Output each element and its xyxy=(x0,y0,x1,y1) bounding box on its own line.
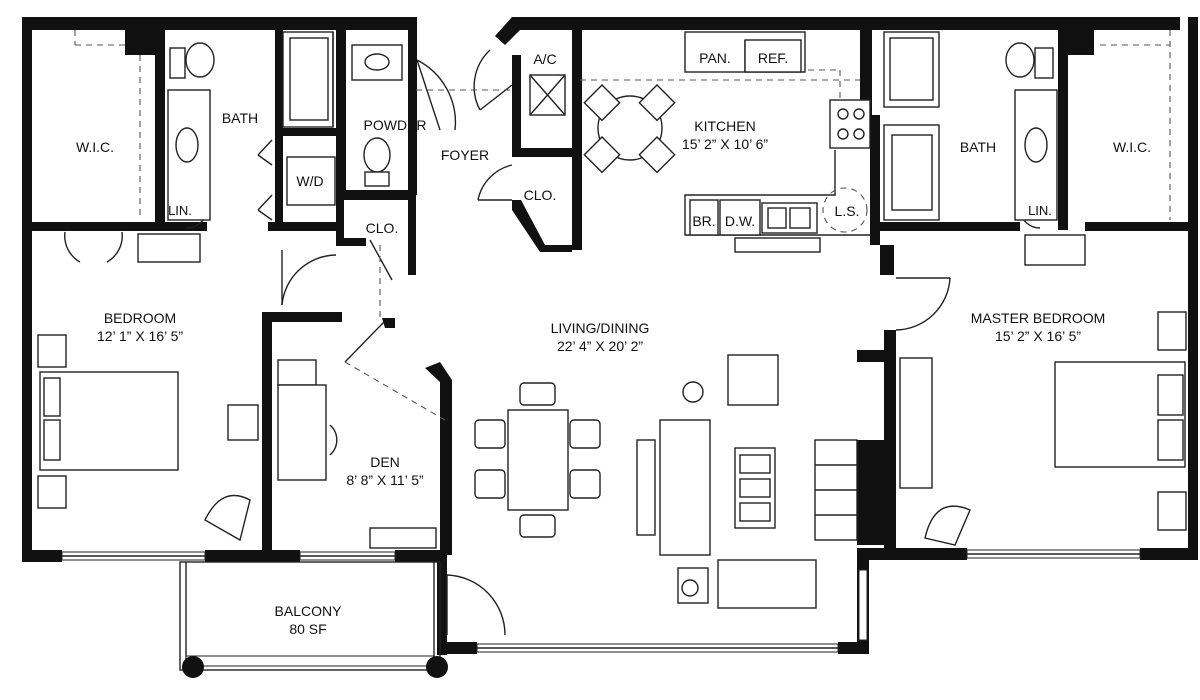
ls-label: L.S. xyxy=(835,203,860,219)
master-bedroom-label: MASTER BEDROOM xyxy=(971,310,1106,326)
lin-left-label: LIN. xyxy=(168,203,192,218)
wic-right-label: W.I.C. xyxy=(1113,139,1151,155)
living-label: LIVING/DINING xyxy=(551,320,650,336)
br-label: BR. xyxy=(692,213,715,229)
lin-right-label: LIN. xyxy=(1028,203,1052,218)
master-bedroom-dims: 15’ 2” X 16’ 5” xyxy=(995,328,1081,344)
bedroom-dims: 12’ 1” X 16’ 5” xyxy=(97,328,183,344)
walls xyxy=(22,17,1198,655)
bath-left-label: BATH xyxy=(222,110,258,126)
balcony-column-right xyxy=(426,656,448,678)
kitchen-dims: 15’ 2” X 10’ 6” xyxy=(682,136,768,152)
bath-right-label: BATH xyxy=(960,139,996,155)
windows xyxy=(61,549,1141,653)
pan-label: PAN. xyxy=(699,50,731,66)
den-dims: 8’ 8” X 11’ 5” xyxy=(346,472,424,488)
dashed-lines xyxy=(74,30,1171,320)
ref-label: REF. xyxy=(758,50,788,66)
living-dims: 22’ 4” X 20’ 2” xyxy=(557,338,643,354)
den-label: DEN xyxy=(370,454,400,470)
powder-label: POWDER xyxy=(364,117,427,133)
doors xyxy=(64,49,1041,636)
clo-foyer-label: CLO. xyxy=(524,187,557,203)
bedroom-label: BEDROOM xyxy=(104,310,176,326)
foyer-label: FOYER xyxy=(441,147,489,163)
balcony xyxy=(179,561,448,678)
balcony-dims: 80 SF xyxy=(289,621,326,637)
balcony-label: BALCONY xyxy=(275,603,343,619)
fixtures xyxy=(37,31,1187,609)
room-labels: W.I.C. BATH LIN. W/D POWDER CLO. FOYER A… xyxy=(76,50,1151,637)
wd-label: W/D xyxy=(296,173,323,189)
ac-label: A/C xyxy=(533,51,556,67)
wic-left-label: W.I.C. xyxy=(76,139,114,155)
dw-label: D.W. xyxy=(725,213,755,229)
kitchen-label: KITCHEN xyxy=(694,118,755,134)
balcony-column-left xyxy=(182,656,204,678)
clo-hall-label: CLO. xyxy=(366,220,399,236)
